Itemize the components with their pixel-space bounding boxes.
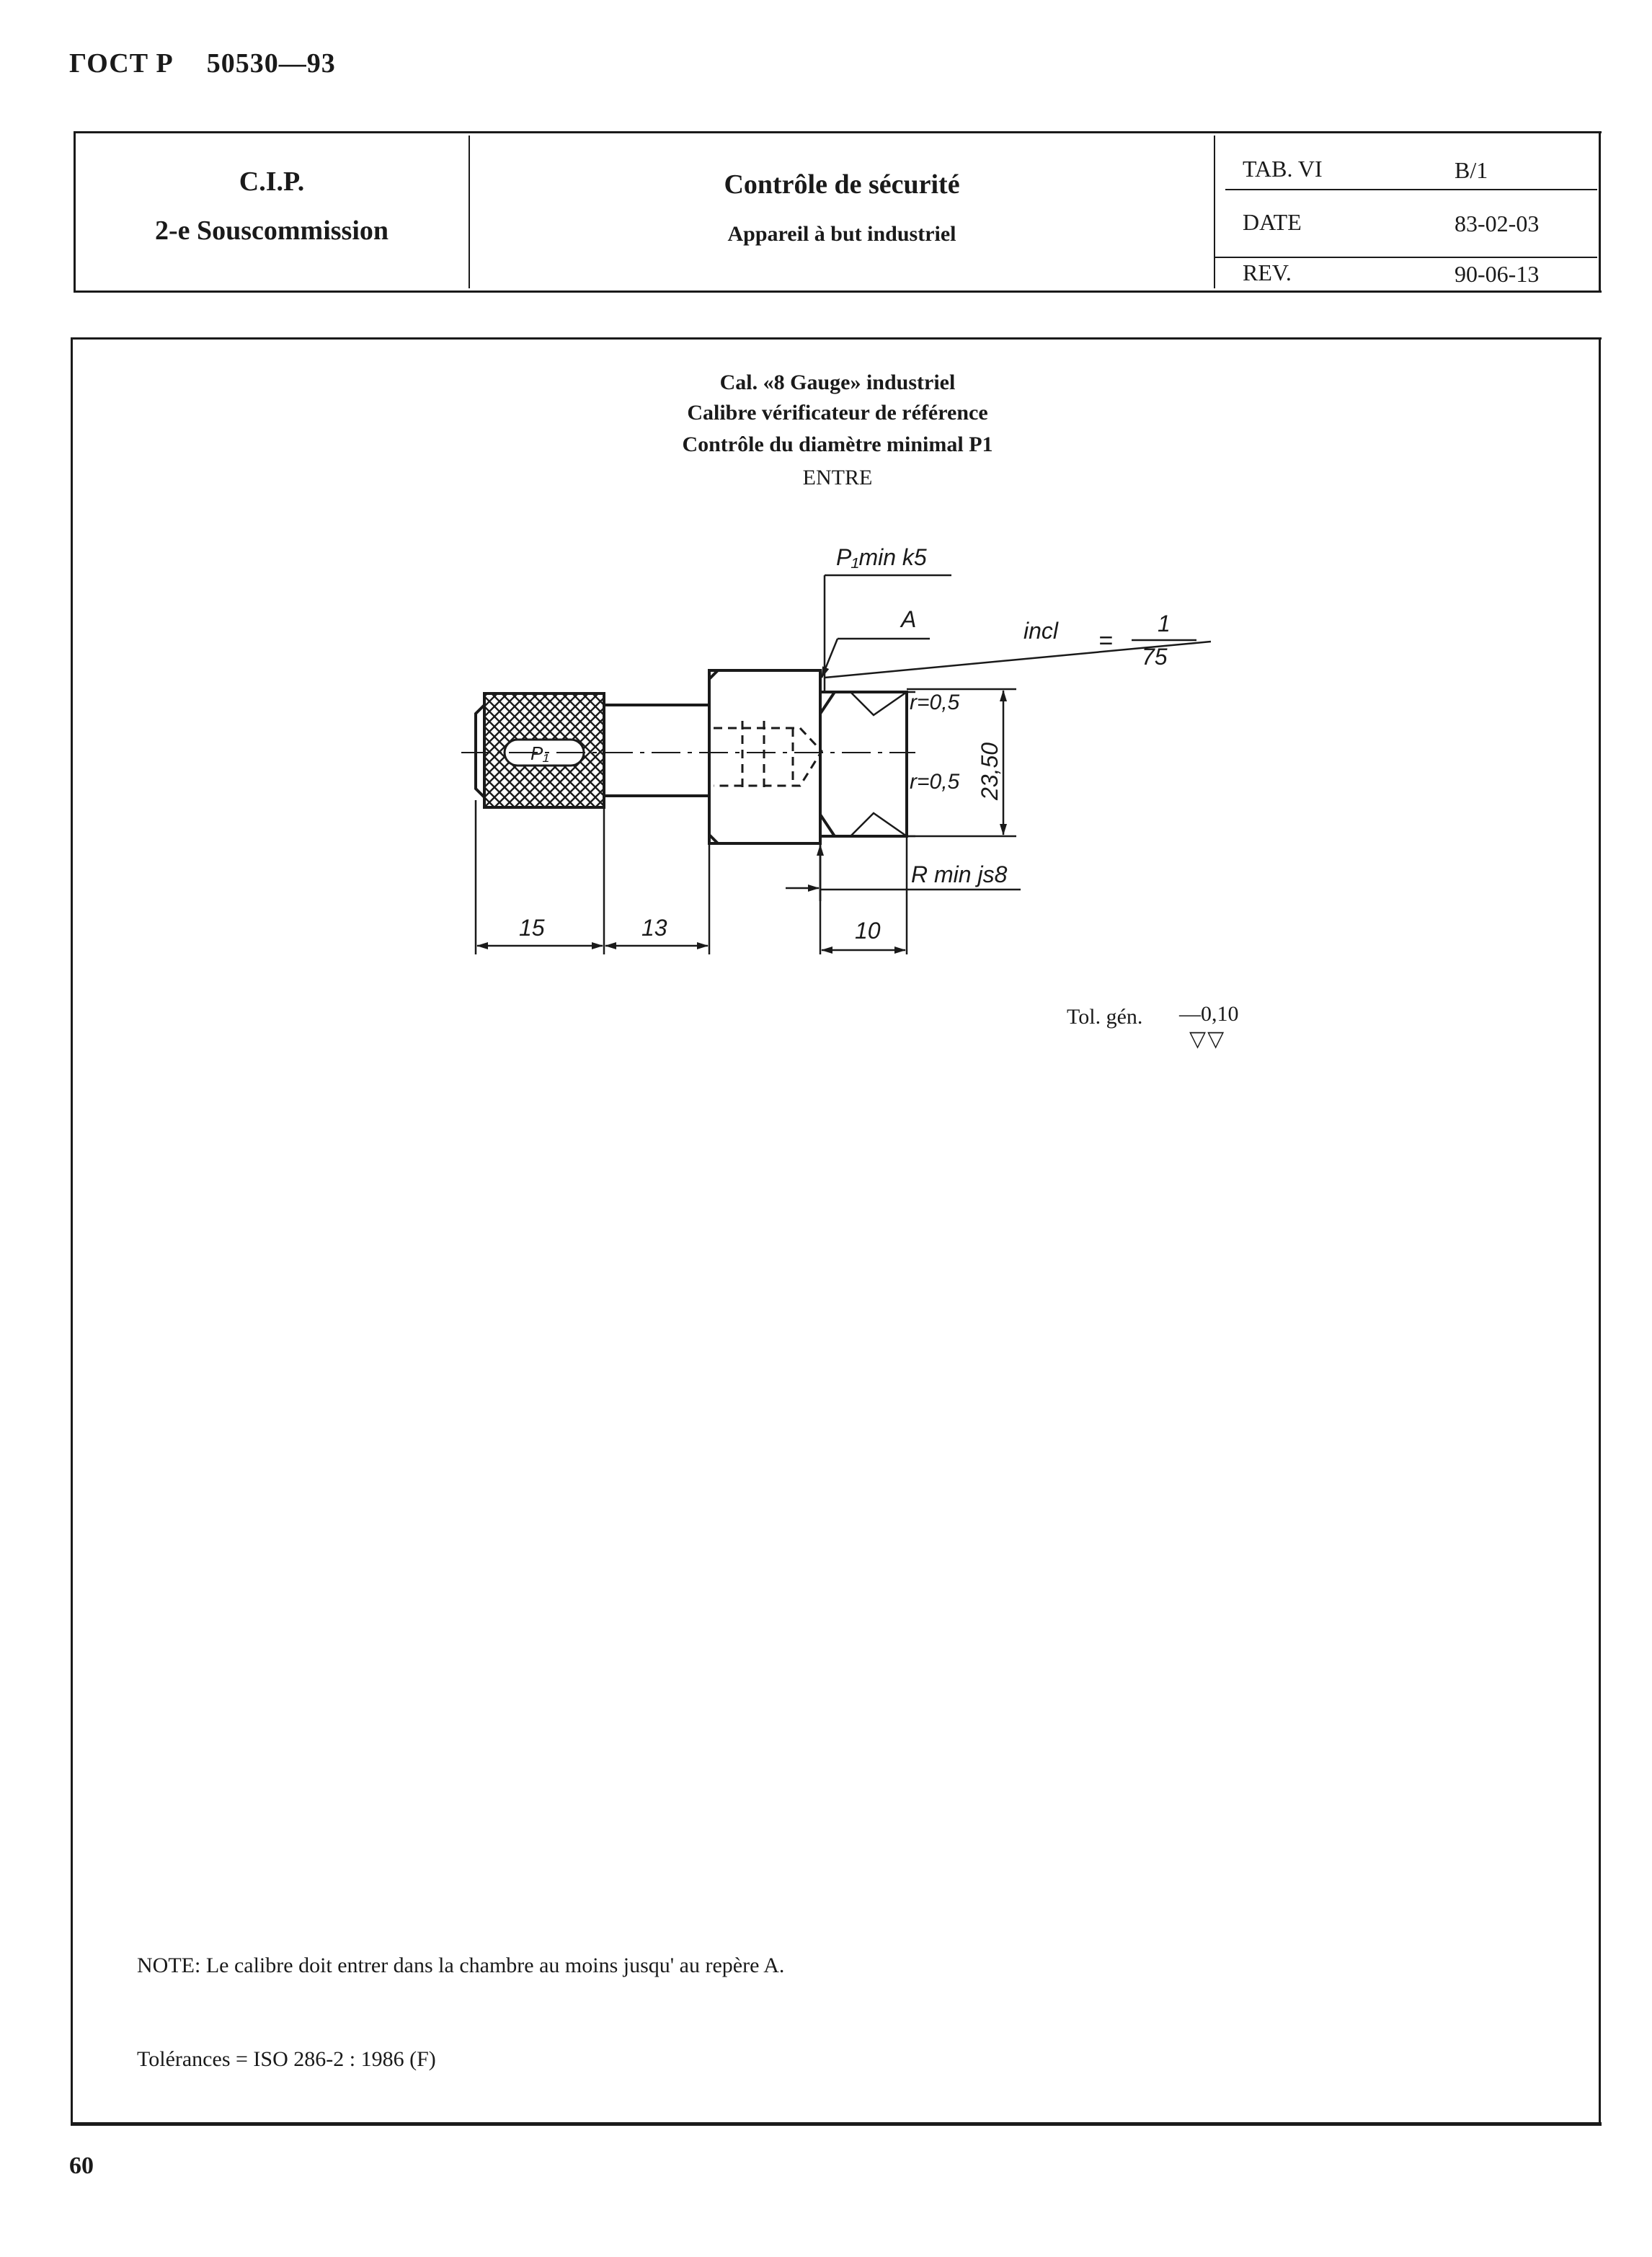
equals-sign: = bbox=[1098, 627, 1113, 655]
standard-code: ГОСТ Р 50530—93 bbox=[69, 48, 336, 79]
date-value: 83-02-03 bbox=[1455, 210, 1540, 236]
ratio-denominator: 75 bbox=[1142, 644, 1168, 670]
tolerances-text: Tolérances = ISO 286-2 : 1986 (F) bbox=[137, 2047, 436, 2071]
subject-subtitle: Appareil à but industriel bbox=[727, 222, 956, 246]
note-text: NOTE: Le calibre doit entrer dans la cha… bbox=[137, 1954, 785, 1977]
subject-title: Contrôle de sécurité bbox=[724, 169, 960, 200]
tab-label: TAB. VI bbox=[1243, 156, 1323, 182]
radius-top-label: r=0,5 bbox=[910, 691, 960, 714]
date-label: DATE bbox=[1243, 209, 1302, 235]
dim-13-label: 13 bbox=[641, 915, 667, 941]
tab-value: B/1 bbox=[1455, 157, 1488, 183]
point-a-label: A bbox=[900, 606, 916, 632]
dim-15-label: 15 bbox=[519, 915, 545, 941]
subcommission: 2-e Souscommission bbox=[154, 216, 389, 246]
organization: C.I.P. bbox=[239, 167, 305, 197]
drawing-title-line1: Cal. «8 Gauge» industriel bbox=[719, 371, 956, 394]
incl-label: incl bbox=[1023, 618, 1059, 644]
r-min-js8-label: R min js8 bbox=[911, 861, 1008, 887]
general-tolerance-label: Tol. gén. bbox=[1067, 1005, 1143, 1029]
general-tolerance-value: —0,10 bbox=[1179, 1002, 1239, 1026]
p1-min-k5-label: P₁min k5 bbox=[836, 544, 927, 570]
neck bbox=[603, 704, 711, 797]
dim-10-label: 10 bbox=[855, 918, 881, 944]
page-number: 60 bbox=[69, 2152, 94, 2179]
standard-number: 50530—93 bbox=[206, 48, 336, 79]
drawing-title-line3: Contrôle du diamètre minimal P1 bbox=[682, 433, 993, 456]
rev-value: 90-06-13 bbox=[1455, 261, 1540, 287]
nose bbox=[819, 691, 908, 838]
diameter-label: 23,50 bbox=[977, 742, 1003, 801]
drawing-title-line4: ENTRE bbox=[802, 466, 873, 489]
drawing-title-line2: Calibre vérificateur de référence bbox=[687, 401, 988, 425]
grip-chamfer bbox=[474, 704, 486, 799]
surface-finish-icon: ▽▽ bbox=[1189, 1026, 1226, 1052]
radius-bottom-label: r=0,5 bbox=[910, 770, 960, 794]
ratio-numerator: 1 bbox=[1158, 611, 1171, 637]
standard-code-prefix: ГОСТ Р bbox=[69, 48, 174, 79]
rev-label: REV. bbox=[1243, 260, 1292, 285]
